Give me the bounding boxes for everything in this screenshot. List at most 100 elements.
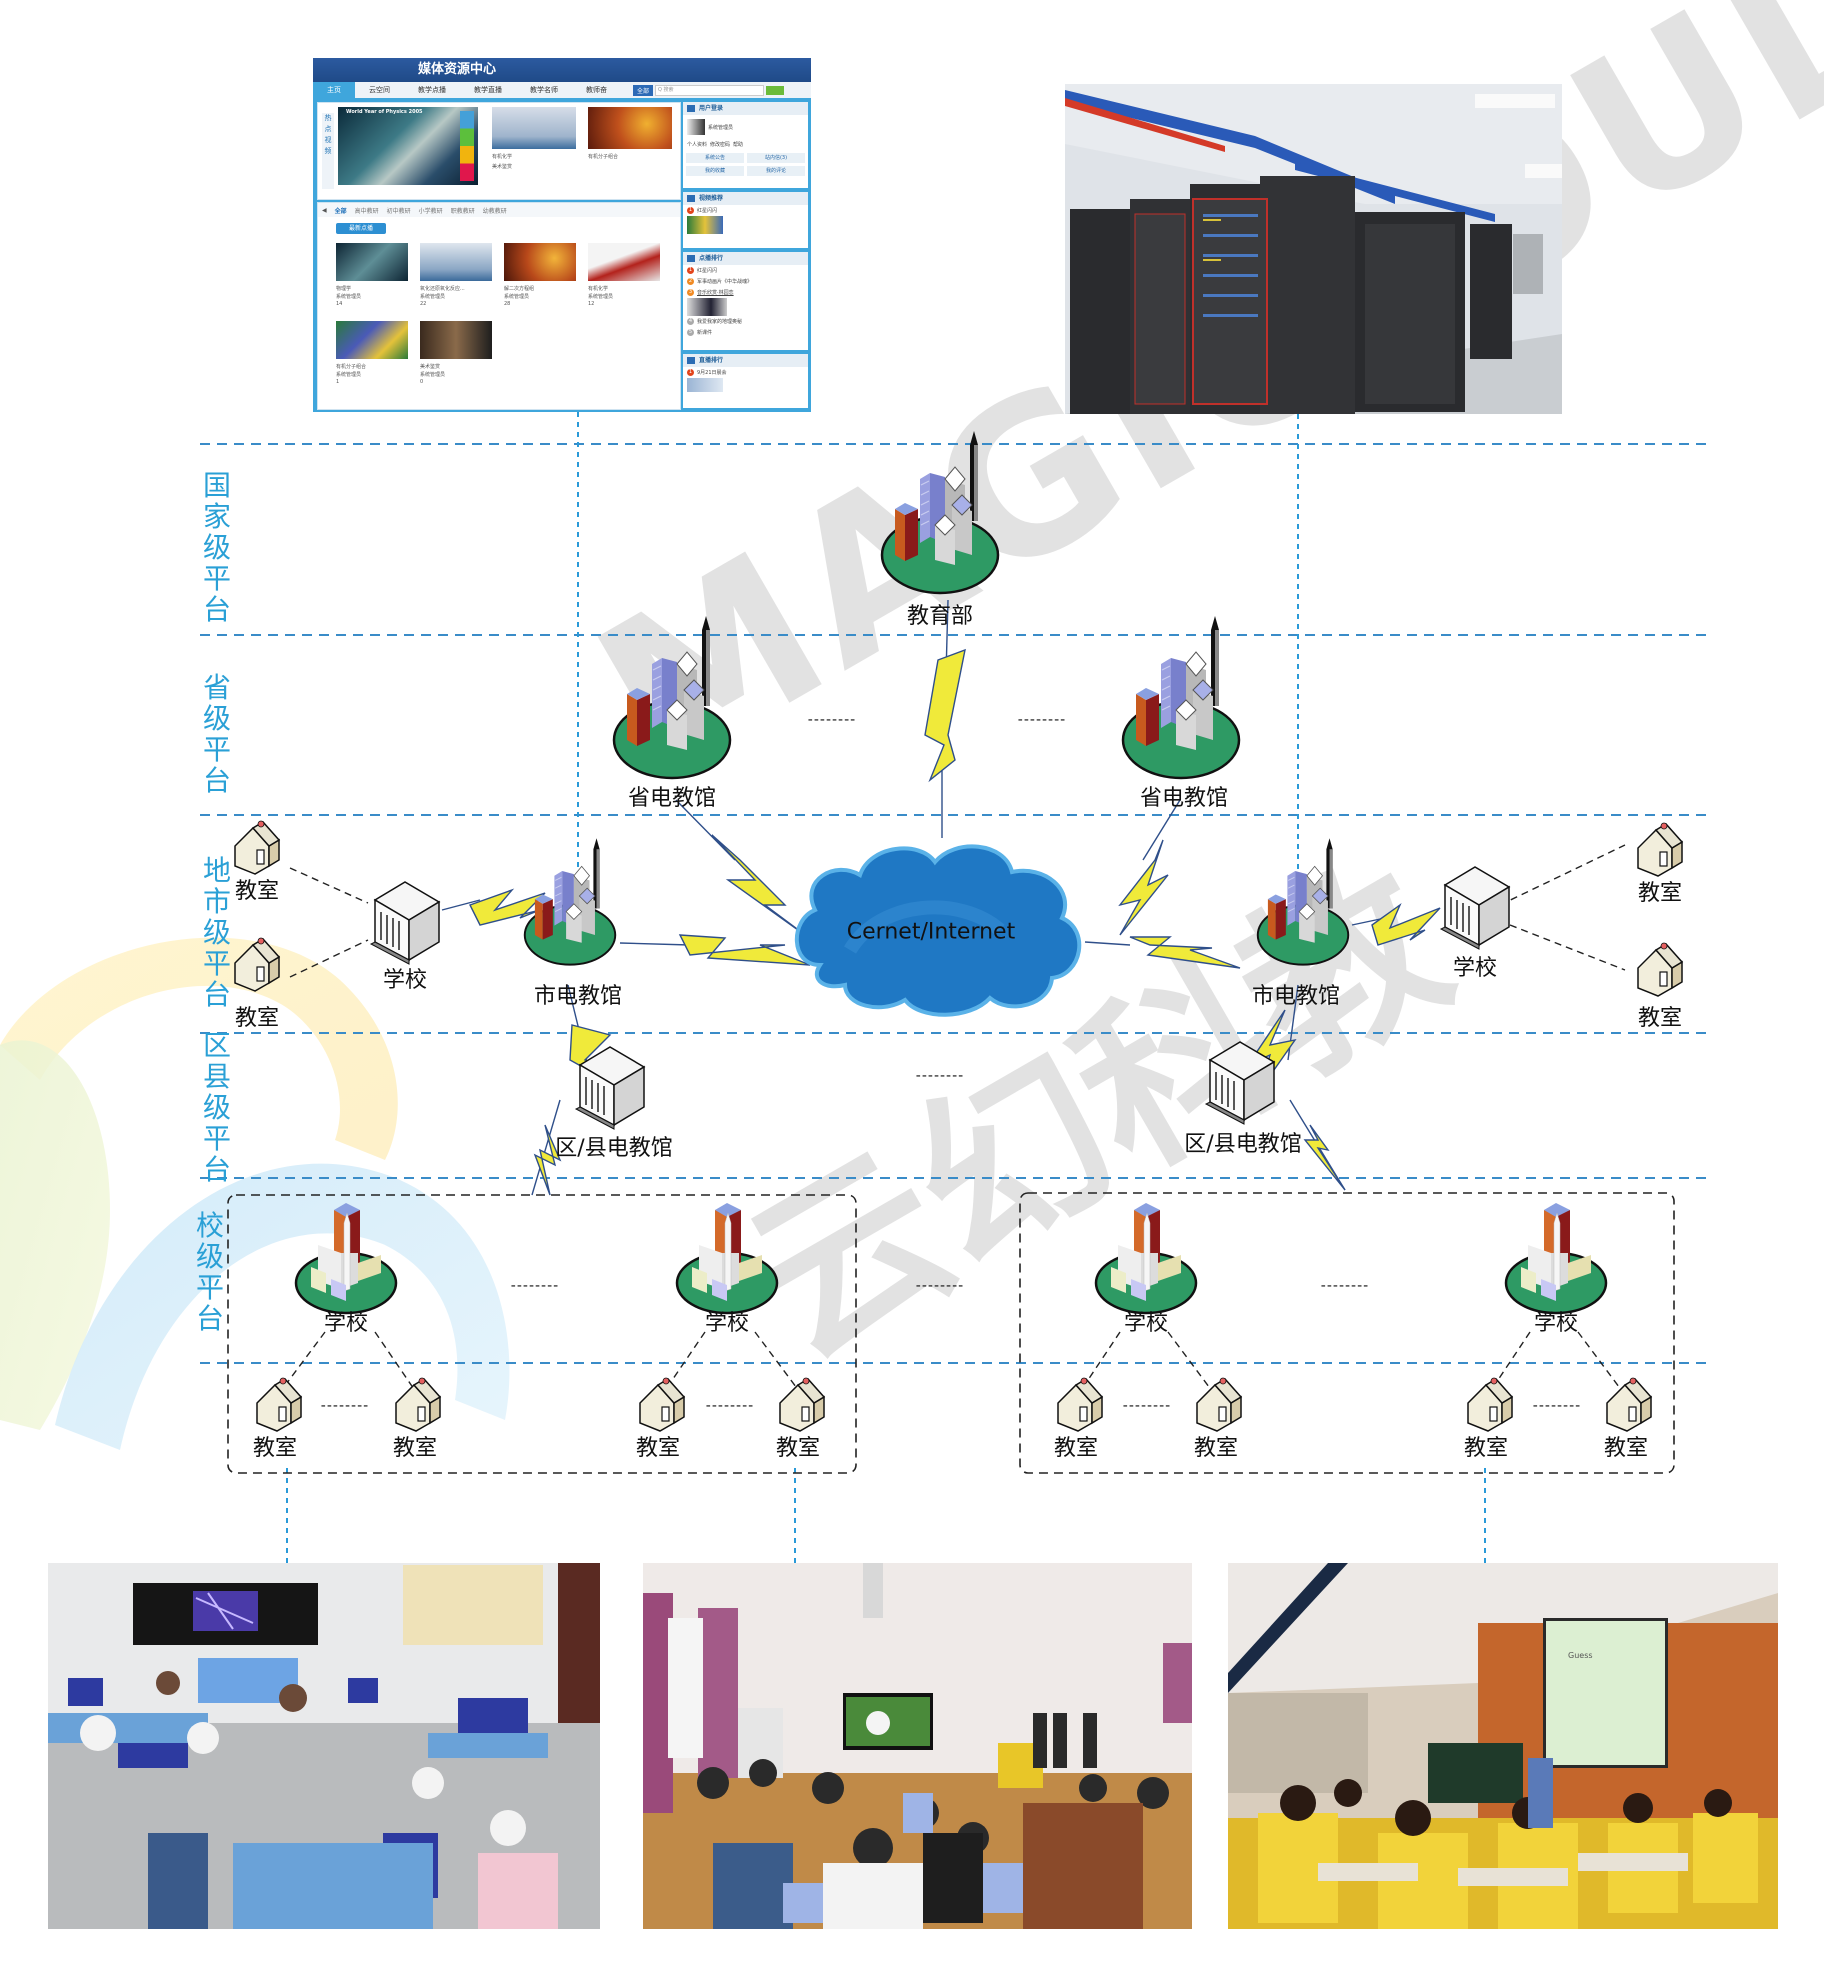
hot-thumbnail-2[interactable] [492, 107, 576, 149]
province-left-label: 省电教馆 [627, 786, 717, 811]
city-left-building-icon [523, 837, 617, 966]
classroom-icon [1606, 1377, 1652, 1432]
ellipsis: -------- [320, 1398, 370, 1414]
ranking-item[interactable]: 新课件 [697, 330, 713, 336]
video-thumb-3[interactable] [504, 243, 576, 281]
filter-vocational[interactable]: 职教教研 [450, 207, 475, 215]
classroom-icon [234, 820, 280, 875]
school-label: 学校 [1533, 1311, 1579, 1336]
hot-feature-thumbnail[interactable]: World Year of Physics 2005 [338, 107, 478, 185]
media-resource-center-screenshot: 媒体资源中心 主页 云空间 教学点播 教学直播 教学名师 教师奋 全部 Q 搜索… [313, 58, 811, 412]
recommend-thumbnail[interactable] [687, 216, 723, 234]
tier-label-county: 区县级平台 [202, 1029, 231, 1186]
province-left-building-icon [612, 614, 732, 780]
webpage-nav: 主页 云空间 教学点播 教学直播 教学名师 教师奋 全部 Q 搜索 [313, 82, 811, 100]
tier-label-city: 地市级平台 [202, 854, 231, 1011]
city-school-left-icon [370, 881, 440, 965]
webpage-tab-home[interactable]: 主页 [313, 82, 355, 98]
city-school-right-label: 学校 [1452, 956, 1498, 981]
ellipsis: -------- [1017, 712, 1067, 728]
search-button[interactable] [766, 85, 785, 95]
vod-ranking-title: 点播排行 [683, 252, 808, 265]
ellipsis: -------- [510, 1278, 560, 1294]
filter-middle-school[interactable]: 初中教研 [386, 207, 411, 215]
live-thumbnail[interactable] [687, 378, 723, 392]
avatar [687, 119, 705, 135]
ranking-thumbnail[interactable] [687, 298, 727, 316]
classroom-icon [234, 937, 280, 992]
search-scope-select[interactable]: 全部 [633, 84, 654, 96]
user-name: 系统管理员 [708, 124, 734, 131]
filter-preschool[interactable]: 幼教教研 [482, 207, 507, 215]
school-icon [1504, 1201, 1608, 1315]
webpage-tab-other[interactable]: 教师奋 [586, 86, 607, 94]
user-link-password[interactable]: 修改密码 [710, 142, 731, 148]
webpage-sidebar: 用户登录 系统管理员 个人资料 修改密码 帮助 系统公告 站内信(3) 我的收藏… [683, 102, 808, 408]
favorites-button[interactable]: 我的收藏 [686, 166, 744, 176]
filter-all[interactable]: 全部 [334, 207, 347, 215]
video-thumb-4[interactable] [588, 243, 660, 281]
ranking-item[interactable]: 我爱我家的地理奥秘 [697, 319, 743, 325]
recommend-item[interactable]: 红星闪闪 [697, 208, 718, 214]
webpage-title: 媒体资源中心 [313, 58, 811, 82]
city-school-right-icon [1440, 866, 1510, 950]
server-room-photo [1065, 84, 1562, 414]
classroom-label: 教室 [234, 879, 280, 904]
ranking-item[interactable]: 军事动画片《中华战魂》 [697, 279, 753, 285]
classroom-label: 教室 [1637, 881, 1683, 906]
ranking-item[interactable]: 红星闪闪 [697, 268, 718, 274]
classroom-label: 教室 [252, 1436, 298, 1461]
ellipsis: -------- [1320, 1278, 1370, 1294]
filter-primary-school[interactable]: 小学教研 [418, 207, 443, 215]
ellipsis: -------- [915, 1068, 965, 1084]
photo-connectors [286, 412, 1486, 1563]
hot-thumbnail-3[interactable] [588, 107, 672, 149]
webpage-main: 热点视频 World Year of Physics 2005 有机化学 美术鉴… [317, 102, 681, 410]
comments-button[interactable]: 我的评论 [747, 166, 805, 176]
user-link-profile[interactable]: 个人资料 [687, 142, 708, 148]
webpage-tab-teachers[interactable]: 教学名师 [530, 86, 558, 94]
school-label: 学校 [323, 1311, 369, 1336]
internet-cloud-icon [794, 844, 1082, 1017]
classroom-label: 教室 [234, 1006, 280, 1031]
classroom-label: 教室 [1193, 1436, 1239, 1461]
county-right-office-icon [1205, 1041, 1275, 1125]
ranking-item[interactable]: 音乐欣赏·林园恋 [697, 290, 734, 296]
school-icon [675, 1201, 779, 1315]
school-group-boxes [227, 1192, 1675, 1474]
video-thumb-1[interactable] [336, 243, 408, 281]
ellipsis: -------- [807, 712, 857, 728]
video-recommend-title: 视频推荐 [683, 192, 808, 205]
user-link-help[interactable]: 帮助 [733, 142, 744, 148]
tier-label-school: 校级平台 [195, 1209, 224, 1335]
computer-lab-photo [48, 1563, 600, 1929]
latest-vod-button[interactable]: 最新点播 [336, 223, 386, 234]
messages-button[interactable]: 站内信(3) [747, 153, 805, 163]
projector-classroom-photo: Guess [1228, 1563, 1778, 1929]
webpage-tab-cloud-space[interactable]: 云空间 [369, 86, 390, 94]
live-ranking-item[interactable]: 9月21日晨会 [697, 370, 727, 376]
classroom-label: 教室 [1463, 1436, 1509, 1461]
classroom-label: 教室 [635, 1436, 681, 1461]
county-left-label: 区/县电教馆 [555, 1136, 673, 1161]
search-input[interactable]: Q 搜索 [655, 84, 765, 96]
announcement-button[interactable]: 系统公告 [686, 153, 744, 163]
video-thumb-5[interactable] [336, 321, 408, 359]
prev-arrow-icon[interactable]: ◀ [322, 206, 327, 214]
video-thumb-2[interactable] [420, 243, 492, 281]
svg-text:Guess: Guess [1568, 1651, 1593, 1660]
category-filter: ◀ 全部 高中教研 初中教研 小学教研 职教教研 幼教教研 [318, 203, 680, 217]
county-left-office-icon [575, 1046, 645, 1130]
webpage-tab-live[interactable]: 教学直播 [474, 86, 502, 94]
city-school-left-label: 学校 [382, 968, 428, 993]
filter-high-school[interactable]: 高中教研 [354, 207, 379, 215]
classroom-label: 教室 [1637, 1006, 1683, 1031]
ellipsis: -------- [1122, 1398, 1172, 1414]
ministry-label: 教育部 [906, 604, 974, 629]
hot-videos-panel: 热点视频 World Year of Physics 2005 有机化学 美术鉴… [317, 102, 681, 200]
webpage-tab-vod[interactable]: 教学点播 [418, 86, 446, 94]
video-thumb-6[interactable] [420, 321, 492, 359]
classroom-icon [1637, 822, 1683, 877]
